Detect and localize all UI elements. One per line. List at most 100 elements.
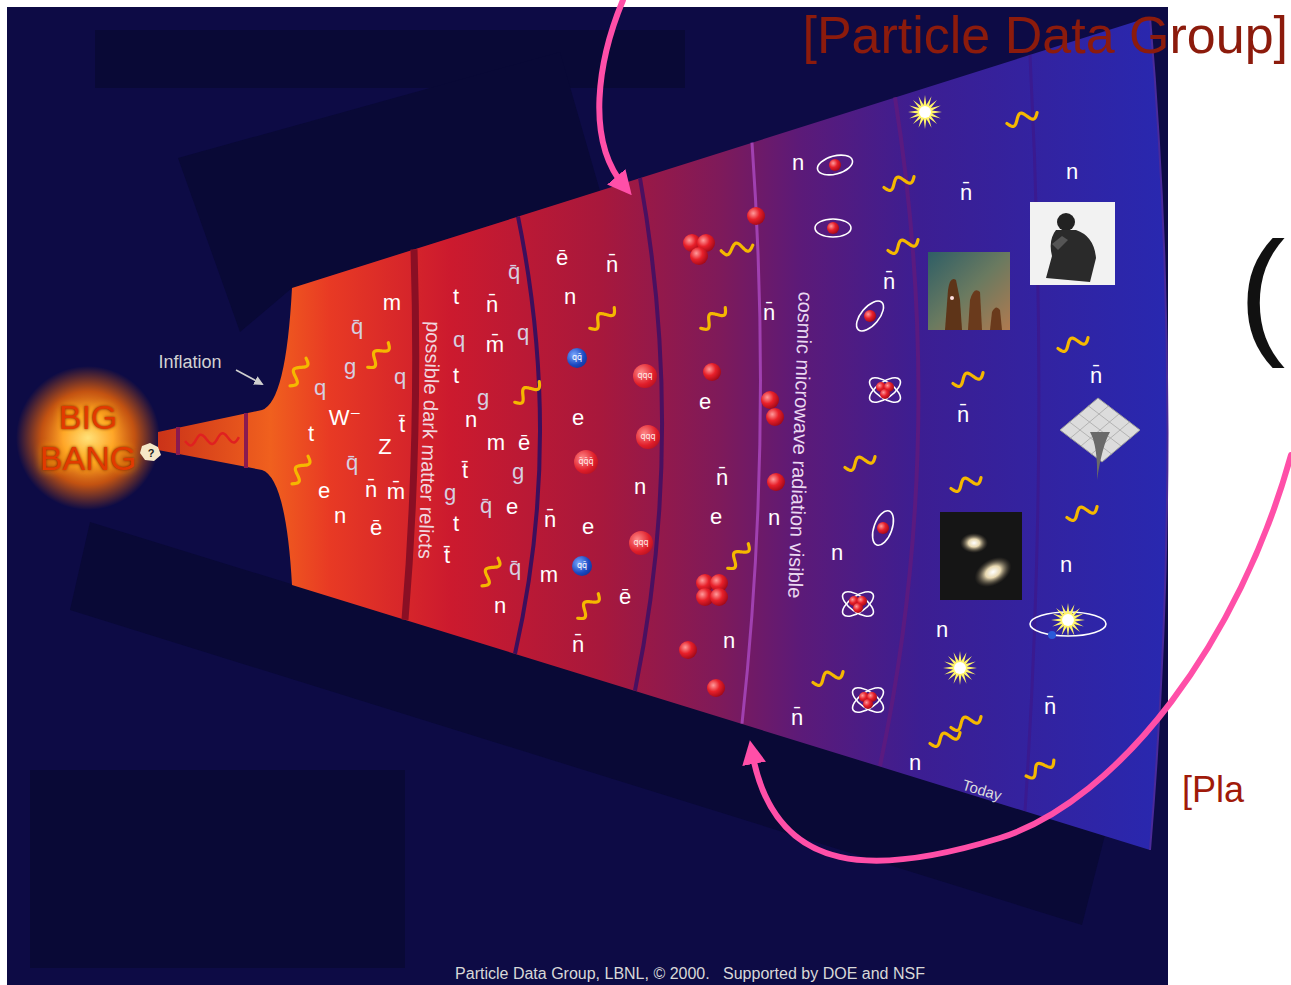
star-burst bbox=[943, 651, 977, 685]
particle-symbol: t bbox=[453, 511, 459, 536]
photon-wave bbox=[587, 304, 618, 332]
hadron-circle: qqq bbox=[636, 425, 660, 449]
photon-wave bbox=[951, 368, 984, 388]
particle-symbol: n bbox=[1060, 552, 1072, 577]
quark-content: q̄q̄q̄ bbox=[578, 458, 593, 466]
photon-wave bbox=[882, 172, 915, 192]
particle-symbol: n̄ bbox=[606, 252, 618, 277]
particle-symbol: g bbox=[444, 480, 456, 505]
photon-wave bbox=[1056, 333, 1089, 353]
electron-orbit bbox=[839, 587, 878, 621]
particle-symbol: q̄ bbox=[346, 450, 358, 475]
particle-symbol: m bbox=[540, 562, 558, 587]
star-burst bbox=[908, 95, 942, 129]
particle-symbol: g bbox=[477, 385, 489, 410]
particle-symbol: Z bbox=[378, 434, 391, 459]
particle-symbol: m bbox=[383, 290, 401, 315]
particle-symbol: e bbox=[506, 494, 518, 519]
particle-symbol: n̄ bbox=[365, 477, 377, 502]
thinker-figure bbox=[1046, 230, 1096, 282]
atom-symbol bbox=[839, 587, 878, 621]
particle-symbol: ē bbox=[518, 430, 530, 455]
photon-wave bbox=[698, 304, 729, 332]
particle-symbol: n bbox=[723, 628, 735, 653]
question-mark: ? bbox=[148, 447, 155, 460]
galaxy-picture bbox=[940, 512, 1022, 600]
particle-symbol: q̄ bbox=[508, 259, 520, 284]
electron-orbit bbox=[866, 373, 905, 407]
star-core bbox=[1062, 614, 1074, 626]
particle-symbol: g bbox=[344, 354, 356, 379]
photon-wave bbox=[1065, 502, 1098, 522]
particle-symbol: n bbox=[334, 503, 346, 528]
particle-art bbox=[185, 95, 1106, 780]
particle-symbol: e bbox=[572, 405, 584, 430]
particle-symbol: n̄ bbox=[544, 507, 556, 532]
citation-text: [Particle Data Group] bbox=[802, 6, 1288, 66]
particle-symbol: n bbox=[831, 540, 843, 565]
photon-wave bbox=[512, 378, 543, 406]
particle-symbol: m̄ bbox=[486, 332, 504, 357]
particle-symbol: n̄ bbox=[960, 180, 972, 205]
citation-text: [Pla bbox=[1182, 769, 1244, 810]
particle-symbol: m bbox=[487, 430, 505, 455]
particle-symbol: q bbox=[314, 375, 326, 400]
particle-symbol: W⁻ bbox=[329, 405, 361, 430]
atom-symbol bbox=[815, 152, 854, 179]
particle-symbol: ē bbox=[556, 245, 568, 270]
inflation-label: Inflation bbox=[158, 352, 221, 373]
particle-symbol: t bbox=[308, 421, 314, 446]
hadron-circle: qq̄ bbox=[567, 348, 587, 368]
quark-content: qqq bbox=[633, 539, 648, 547]
particle-symbol: n̄ bbox=[716, 465, 728, 490]
electron-orbit bbox=[866, 373, 905, 407]
particle-symbol: t bbox=[453, 363, 459, 388]
origin-patch bbox=[140, 443, 161, 461]
nebula-picture bbox=[928, 252, 1010, 330]
particle-symbol: n bbox=[465, 407, 477, 432]
hadron-circle: qqq bbox=[633, 364, 657, 388]
nucleon-ball bbox=[766, 408, 784, 426]
electron-orbit bbox=[868, 508, 897, 548]
particle-symbol: n bbox=[768, 505, 780, 530]
photon-wave bbox=[185, 432, 240, 446]
particle-symbol: ē bbox=[370, 515, 382, 540]
hadron-circle: q̄q̄q̄ bbox=[574, 450, 598, 474]
particle-symbol: e bbox=[318, 478, 330, 503]
leader-line bbox=[236, 370, 262, 384]
photon-wave bbox=[724, 541, 752, 572]
photon-wave bbox=[364, 340, 392, 371]
atom-symbol bbox=[849, 683, 888, 717]
atom-symbol bbox=[852, 296, 889, 335]
particle-symbol: n bbox=[936, 617, 948, 642]
photon-wave bbox=[288, 454, 313, 487]
nucleon-ball bbox=[767, 473, 785, 491]
big-bang-glow bbox=[16, 366, 160, 510]
nucleon-ball bbox=[864, 310, 876, 322]
photon-wave bbox=[811, 667, 844, 687]
nebula-pillar bbox=[990, 307, 1002, 330]
epoch-boundary bbox=[742, 143, 760, 724]
nebula-pillar bbox=[945, 279, 962, 330]
particle-symbol: q bbox=[453, 327, 465, 352]
particle-symbol: n bbox=[494, 593, 506, 618]
electron-orbit bbox=[839, 587, 878, 621]
particle-symbol: n̄ bbox=[486, 292, 498, 317]
thinker-figure bbox=[1057, 213, 1075, 231]
photon-wave bbox=[886, 235, 919, 255]
nucleon-ball bbox=[703, 363, 721, 381]
nucleon-ball bbox=[747, 207, 765, 225]
photon-wave bbox=[949, 473, 982, 493]
thinker-picture bbox=[1030, 202, 1115, 285]
nucleon-ball bbox=[863, 699, 873, 709]
today-label: Today bbox=[960, 776, 1003, 804]
photon-wave bbox=[949, 712, 982, 732]
thinker-figure bbox=[1052, 236, 1068, 250]
particle-symbol: e bbox=[582, 514, 594, 539]
particle-symbol: q̄ bbox=[480, 493, 492, 518]
particle-symbol: q bbox=[517, 320, 529, 345]
particle-symbol: n bbox=[1066, 159, 1078, 184]
electron-orbit bbox=[852, 296, 889, 335]
bracket-glyph: ( bbox=[1239, 210, 1286, 371]
quark-content: qqq bbox=[640, 433, 655, 441]
